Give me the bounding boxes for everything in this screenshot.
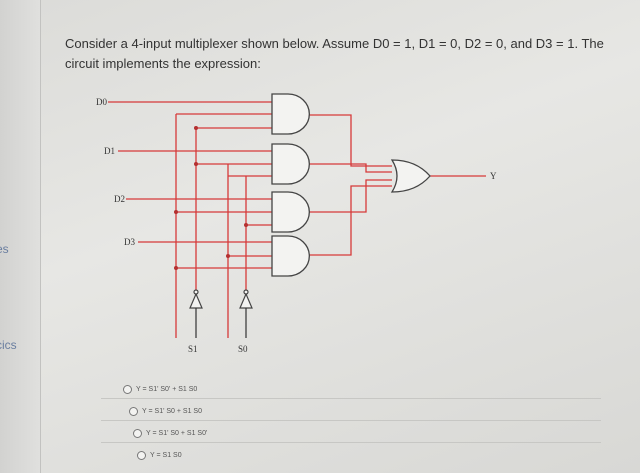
and-gate [271,93,310,135]
sidebar-edge: es cics [0,0,40,473]
and-gates [271,93,310,277]
label-d3: D3 [124,237,135,247]
label-y: Y [490,171,497,181]
radio-button[interactable] [129,406,138,416]
option-divider [101,420,601,421]
option-label: Y = S1' S0 + S1 S0 [142,407,202,415]
inverter-bubble [193,289,199,295]
label-d2: D2 [114,194,125,204]
radio-button[interactable] [133,428,142,438]
answer-options: Y = S1' S0' + S1 S0 Y = S1' S0 + S1 S0 Y… [121,378,207,466]
or-gate [390,159,431,193]
label-s0: S0 [238,344,248,354]
option-1[interactable]: Y = S1' S0' + S1 S0 [123,378,207,400]
inverter-s1 [189,292,203,309]
and-gate [271,191,310,233]
option-label: Y = S1' S0' + S1 S0 [136,385,198,393]
and-gate [271,235,310,277]
inverter-bubble [243,289,249,295]
wires [108,101,486,338]
and-gate [271,143,310,185]
junction-dots [174,126,248,270]
select-stubs [195,308,247,338]
option-2[interactable]: Y = S1' S0 + S1 S0 [129,400,207,422]
option-3[interactable]: Y = S1' S0 + S1 S0' [133,422,207,444]
question-text: Consider a 4-input multiplexer shown bel… [65,36,604,71]
option-label: Y = S1' S0 + S1 S0' [146,429,208,437]
question-card: Consider a 4-input multiplexer shown bel… [40,0,640,473]
label-d0: D0 [96,97,107,107]
label-d1: D1 [104,146,115,156]
option-label: Y = S1 S0 [150,451,182,459]
option-divider [101,398,601,399]
radio-button[interactable] [137,450,146,460]
option-4[interactable]: Y = S1 S0 [137,444,207,466]
label-s1: S1 [188,344,198,354]
radio-button[interactable] [123,384,132,394]
multiplexer-diagram: D0 D1 D2 D3 S1 S0 Y [96,93,497,354]
sidebar-label[interactable]: cics [0,338,17,352]
inverters [189,289,253,309]
inverter-s0 [239,292,253,309]
option-divider [101,442,601,443]
sidebar-label[interactable]: es [0,242,9,256]
